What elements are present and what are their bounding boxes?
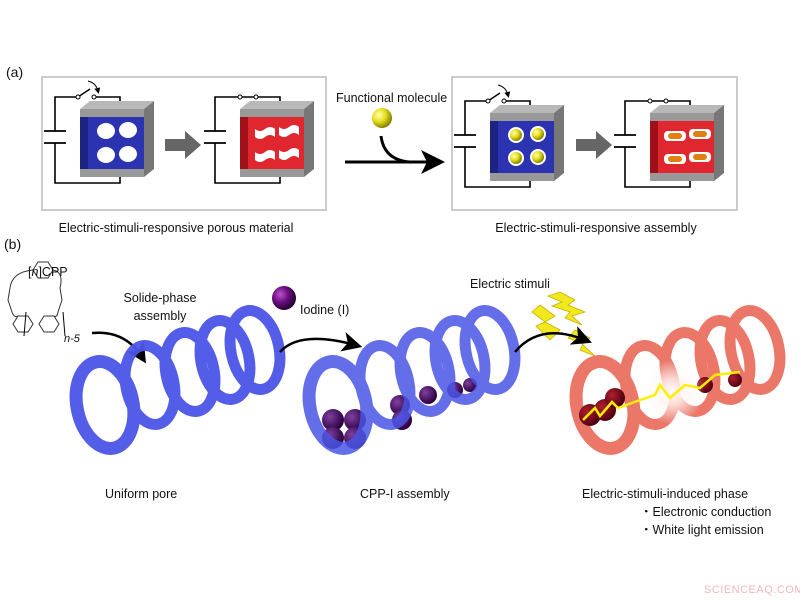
- cpp-label: [n]CPP: [28, 266, 68, 279]
- assembly-block-off: [454, 84, 564, 188]
- porous-block-on: [204, 94, 314, 184]
- curved-arrow: [514, 326, 592, 353]
- cpp-tube-uniform-pore: [69, 306, 286, 455]
- iodine-sphere: [272, 286, 296, 310]
- electric-stimuli-label: Electric stimuli: [470, 277, 550, 291]
- cpp-i-assembly-caption: CPP-I assembly: [360, 487, 450, 501]
- bullet-electronic-conduction: ・Electronic conduction: [640, 505, 772, 519]
- curved-arrow: [379, 135, 411, 164]
- functional-molecule-sphere: [372, 108, 392, 128]
- gray-arrow-icon: [165, 131, 201, 159]
- lightning-icon: [531, 291, 596, 357]
- cpp-i-assembly-tube: [302, 306, 521, 455]
- bullet-white-light-emission: ・White light emission: [640, 523, 764, 537]
- uniform-pore-caption: Uniform pore: [105, 487, 178, 501]
- panel-b-label: (b): [4, 236, 22, 252]
- functional-molecule-label: Functional molecule: [336, 91, 448, 105]
- assembly-block-on: [614, 98, 724, 188]
- cpp-structure: [7, 261, 66, 337]
- iodine-label: Iodine (I): [300, 303, 350, 317]
- induced-phase-caption: Electric-stimuli-induced phase: [582, 487, 749, 501]
- cpp-subscript: n-5: [64, 333, 80, 345]
- porous-material-caption: Electric-stimuli-responsive porous mater…: [58, 221, 294, 235]
- porous-block-off: [44, 80, 154, 184]
- panel-a-label: (a): [6, 64, 24, 80]
- curved-arrow: [279, 332, 363, 353]
- gray-arrow-icon: [576, 131, 612, 159]
- cpp-label-n: n: [31, 265, 39, 279]
- watermark: SCIENCEAQ.COM: [704, 584, 800, 596]
- electric-stimuli-induced-tube: [569, 289, 790, 481]
- cpp-label-bracket: [: [28, 265, 32, 279]
- cpp-label-rest: ]CPP: [38, 265, 68, 279]
- solid-phase-label-1: Solide-phase: [123, 291, 197, 305]
- assembly-caption: Electric-stimuli-responsive assembly: [495, 221, 697, 235]
- solid-phase-label-2: assembly: [133, 309, 187, 323]
